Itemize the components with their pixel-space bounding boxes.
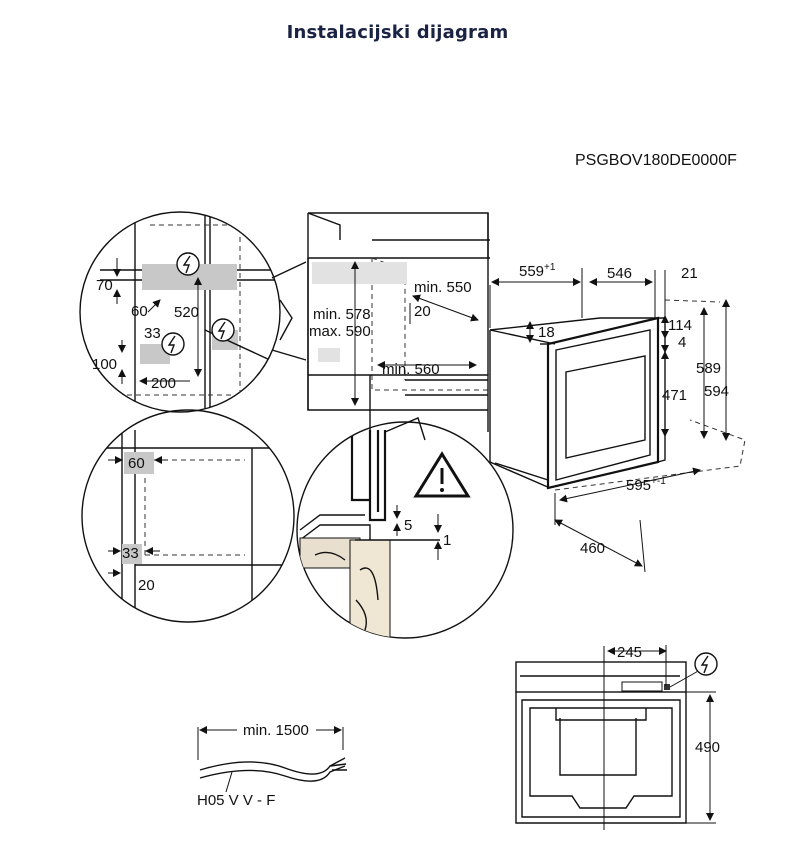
power-cable: min. 1500 H05 V V - F xyxy=(197,722,347,809)
electric-warning-icon xyxy=(161,332,185,356)
appliance-depth-460: 460 xyxy=(580,540,605,557)
cable-type: H05 V V - F xyxy=(197,792,275,809)
niche-gap: 20 xyxy=(414,303,431,320)
detail-top-33: 33 xyxy=(144,325,161,342)
detail-top-60: 60 xyxy=(131,303,148,320)
niche-max-height: max. 590 xyxy=(309,323,371,340)
appliance-594: 594 xyxy=(704,383,729,400)
niche-min-height: min. 578 xyxy=(313,306,371,323)
appliance-471: 471 xyxy=(662,387,687,404)
detail-bottom-20: 20 xyxy=(138,577,155,594)
rear-490: 490 xyxy=(695,739,720,756)
install-detail-1: 1 xyxy=(443,532,451,549)
appliance-width-top: 559+1 xyxy=(519,262,556,280)
detail-bottom-33: 33 xyxy=(122,545,139,562)
appliance-18: 18 xyxy=(538,324,555,341)
detail-circle-top: 70 60 520 33 100 200 xyxy=(79,211,281,413)
detail-circle-install: 5 1 xyxy=(296,417,514,639)
detail-circle-bottom: 60 33 20 xyxy=(81,409,295,623)
appliance-4: 4 xyxy=(678,334,686,351)
detail-bottom-60: 60 xyxy=(128,455,145,472)
install-detail-5: 5 xyxy=(404,517,412,534)
niche-min-depth: min. 550 xyxy=(414,279,472,296)
appliance-width-bottom: 595+-1 xyxy=(626,476,666,494)
niche-dimensions: min. 578 max. 590 min. 550 20 min. 560 xyxy=(309,261,479,406)
detail-top-70: 70 xyxy=(96,277,113,294)
warning-triangle-icon xyxy=(413,451,471,498)
cable-min-length: min. 1500 xyxy=(243,722,309,739)
rear-view: 245 490 xyxy=(515,644,720,830)
appliance-589: 589 xyxy=(696,360,721,377)
electric-warning-icon xyxy=(211,318,235,342)
electric-warning-icon xyxy=(176,252,200,276)
detail-top-100: 100 xyxy=(92,356,117,373)
detail-top-200: 200 xyxy=(151,375,176,392)
appliance-dimensions: 559+1 546 21 18 114 4 471 589 594 595+-1… xyxy=(489,262,730,573)
appliance-front: 21 xyxy=(681,265,698,282)
detail-top-520: 520 xyxy=(174,304,199,321)
appliance-114: 114 xyxy=(668,317,692,334)
page-title: Instalacijski dijagram xyxy=(286,22,509,43)
model-number: PSGBOV180DE0000F xyxy=(575,152,737,169)
cabinet-niche xyxy=(307,212,490,440)
rear-245: 245 xyxy=(617,644,642,661)
niche-min-width: min. 560 xyxy=(382,361,440,378)
appliance-depth: 546 xyxy=(607,265,632,282)
electric-warning-icon xyxy=(694,652,718,676)
